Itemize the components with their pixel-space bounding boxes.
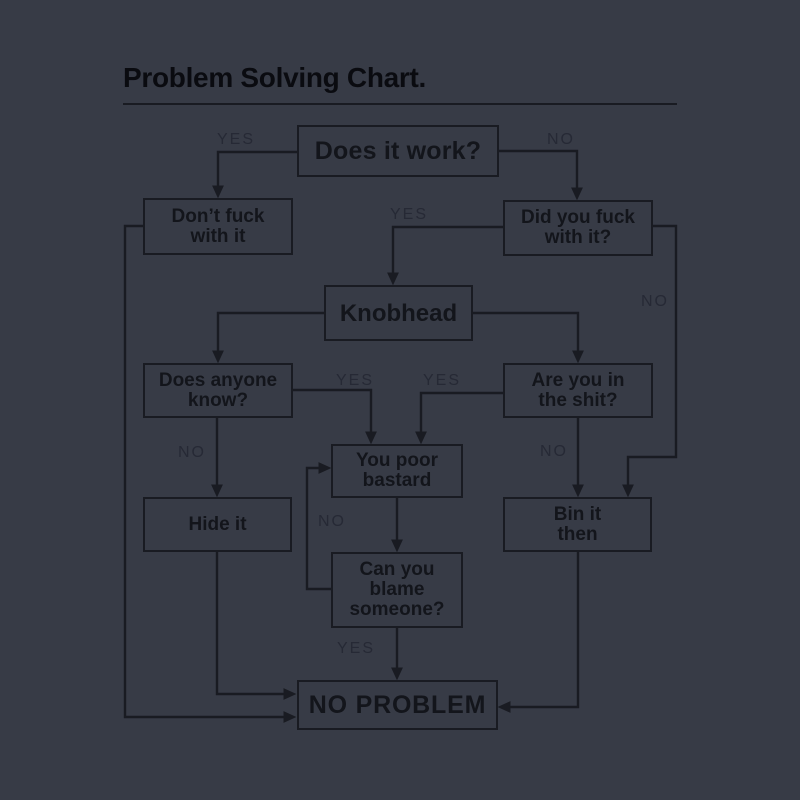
node-does-it-work: Does it work? (297, 125, 499, 177)
node-label: Knobhead (339, 299, 458, 327)
node-dont-fuck-with-it: Don’t fuck with it (143, 198, 293, 255)
connector-knobhead-to-does-anyone (212, 311, 324, 364)
edge-label-yes-are-you-in-the-shit: YES (422, 372, 462, 389)
edge-label-yes-does-anyone-know: YES (335, 372, 375, 389)
connector-yes-right-to-you-poor (415, 391, 503, 445)
node-label: You poor bastard (356, 450, 438, 491)
node-are-you-in-the-shit: Are you in the shit? (503, 363, 653, 418)
node-label: Does it work? (314, 137, 482, 165)
edge-label-yes-did-you-fuck: YES (389, 206, 429, 223)
node-hide-it: Hide it (143, 497, 292, 552)
node-label: Are you in the shit? (531, 369, 625, 411)
node-label: Bin it then (553, 503, 602, 545)
node-label: Don’t fuck with it (171, 205, 265, 247)
node-knobhead: Knobhead (324, 285, 473, 341)
node-no-problem: NO PROBLEM (297, 680, 498, 730)
node-you-poor-bastard: You poor bastard (331, 444, 463, 498)
edge-label-no-can-you-blame: NO (318, 513, 346, 530)
node-label: Can you blame someone? (349, 559, 445, 620)
connector-no-loop-to-you-poor (305, 462, 332, 591)
connector-knobhead-to-are-you (473, 311, 584, 364)
edge-label-no-does-it-work: NO (547, 131, 575, 148)
connector-yes-to-dont-fuck (212, 150, 297, 199)
node-label: Did you fuck with it? (520, 207, 635, 248)
page-title: Problem Solving Chart. (123, 62, 426, 93)
node-did-you-fuck-with-it: Did you fuck with it? (503, 200, 653, 256)
connector-hide-it-to-no-problem (215, 552, 297, 700)
edge-label-no-does-anyone-know: NO (178, 444, 206, 461)
edge-label-no-did-you-fuck: NO (641, 293, 669, 310)
node-bin-it-then: Bin it then (503, 497, 652, 552)
connector-no-route-to-bin-it (622, 224, 678, 498)
edge-label-yes-does-it-work: YES (216, 131, 256, 148)
connector-yes-left-to-you-poor (293, 388, 377, 445)
connector-yes-to-knobhead (387, 225, 503, 286)
connector-no-to-did-you-fuck (499, 149, 583, 201)
node-can-you-blame-someone: Can you blame someone? (331, 552, 463, 628)
node-label: Hide it (188, 513, 247, 535)
node-label: Does anyone know? (158, 369, 278, 411)
connector-dont-fuck-to-no-problem (123, 224, 297, 723)
edge-label-no-are-you-in-the-shit: NO (540, 443, 568, 460)
connector-bin-it-to-no-problem (497, 552, 580, 713)
title-underline (123, 103, 677, 106)
edge-label-yes-can-you-blame: YES (336, 640, 376, 657)
node-label: NO PROBLEM (308, 691, 487, 719)
node-does-anyone-know: Does anyone know? (143, 363, 293, 418)
